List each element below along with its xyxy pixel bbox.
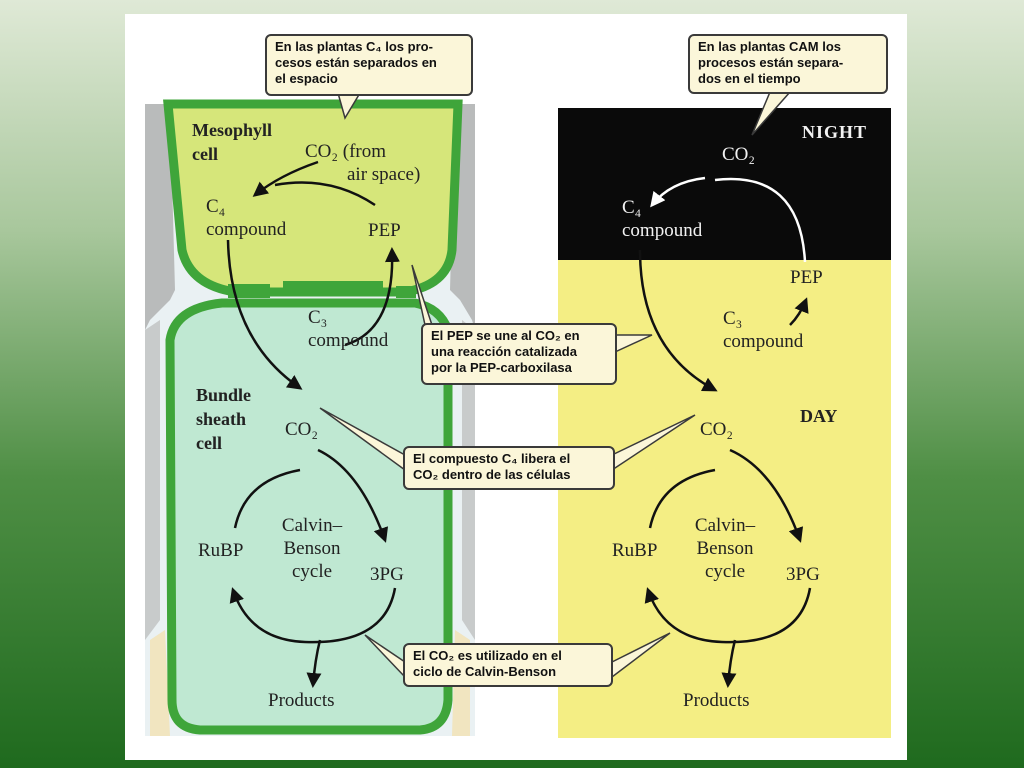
night-panel (558, 108, 891, 260)
rubp-label: RuBP (198, 540, 244, 561)
co2-bundle-label: CO₂ (285, 419, 319, 440)
plasmodesma (396, 286, 416, 298)
c4-leaf-section (145, 99, 475, 736)
callout-c4-space: En las plantas C₄ los pro-cesos están se… (265, 34, 473, 96)
cam-co2-day-label: CO₂ (700, 419, 734, 440)
products-label: Products (268, 690, 335, 711)
arrow-c4-to-co2 (226, 239, 303, 390)
cam-co2-night-label: CO₂ (722, 144, 756, 165)
day-label: DAY (800, 406, 838, 426)
arrow-co2-to-c4 (252, 160, 319, 197)
arrow-c3-to-pep (344, 247, 400, 347)
left-grey-tissue (145, 104, 175, 330)
night-label: NIGHT (802, 122, 868, 142)
callout-pointers (319, 91, 792, 679)
pep-label: PEP (368, 220, 401, 241)
cam-pep-label: PEP (790, 267, 823, 288)
cam-products-label: Products (683, 690, 750, 711)
cam-3pg-label: 3PG (786, 564, 820, 585)
plasmodesma (283, 281, 383, 295)
plasmodesma (228, 284, 270, 298)
3pg-label: 3PG (370, 564, 404, 585)
cam-rubp-label: RuBP (612, 540, 658, 561)
